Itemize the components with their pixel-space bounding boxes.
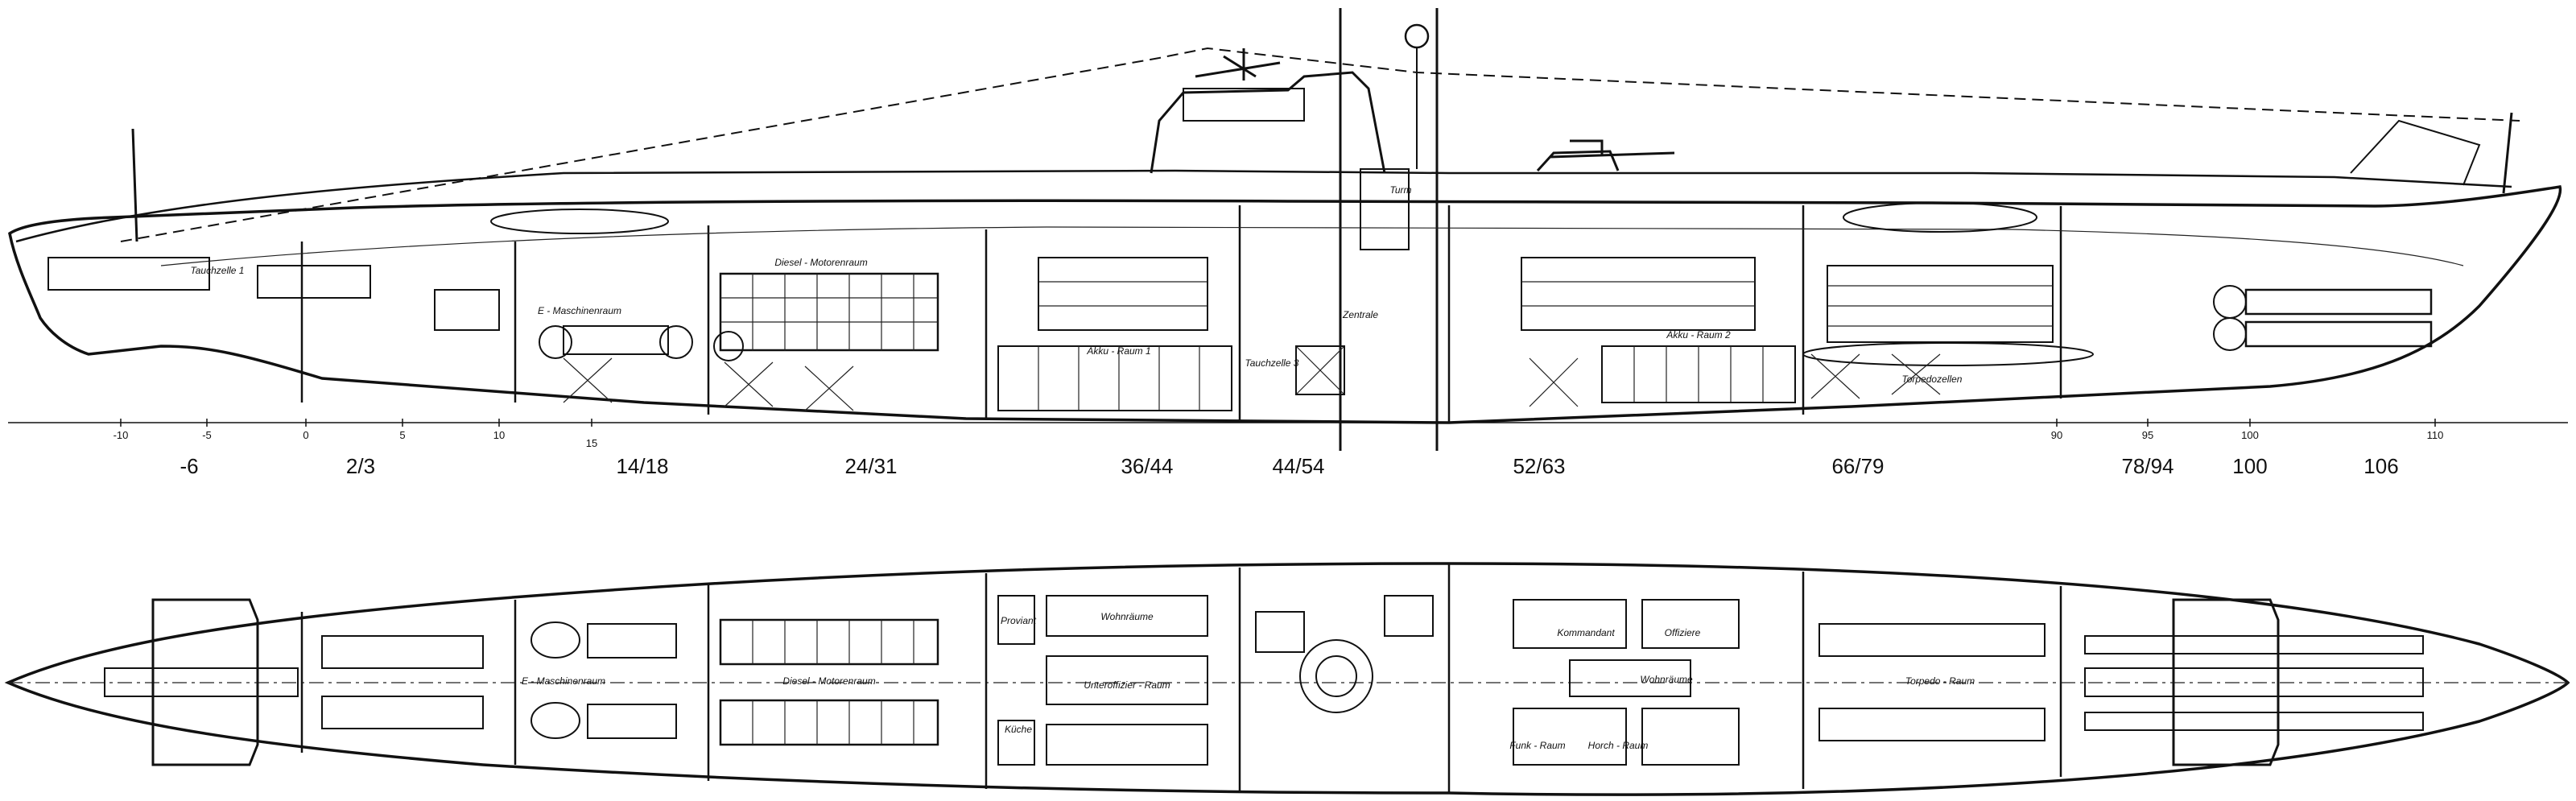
bridge-platform	[1183, 88, 1305, 122]
room-label: Kommandant	[1557, 627, 1615, 638]
frame-label: 100	[2232, 454, 2267, 478]
plan-hull-outline	[4, 562, 2570, 796]
room-label: E - Maschinenraum	[522, 675, 605, 687]
scale-tick-label: -5	[202, 429, 212, 441]
frame-label: 14/18	[616, 454, 668, 478]
keel-frames	[563, 353, 1941, 411]
room-label: Küche	[1005, 724, 1032, 735]
torpedo-room	[1802, 202, 2433, 366]
control-room	[1295, 168, 1410, 395]
room-label: E - Maschinenraum	[538, 305, 621, 316]
diesel-engines	[713, 272, 939, 361]
frame-label: 106	[2363, 454, 2398, 478]
scale-tick-label: 10	[493, 429, 505, 441]
profile-view: -10 -5 0 5 10 15 90 95 100 110 -6 2/3 14/18 24/31 36/…	[8, 8, 2568, 478]
frame-label: 52/63	[1513, 454, 1565, 478]
plan-bulkheads	[300, 564, 2062, 793]
room-label: Diesel - Motorenraum	[774, 257, 867, 268]
room-label: Turm	[1389, 184, 1411, 196]
scale-tick-label: 110	[2427, 429, 2444, 441]
e-motors	[434, 289, 693, 359]
frame-label: 44/54	[1272, 454, 1324, 478]
room-label: Akku - Raum 1	[1086, 345, 1150, 357]
room-label: Tauchzelle 3	[1245, 357, 1299, 369]
upper-deck	[15, 169, 2512, 243]
periscope-head	[1404, 23, 1430, 49]
plan-stern-tube	[104, 635, 484, 729]
frame-labels: -6 2/3 14/18 24/31 36/44 44/54 52/63 66/79 78/94…	[180, 454, 2398, 478]
room-label: Torpedozellen	[1902, 374, 1963, 385]
room-label: Wohnräume	[1100, 611, 1154, 622]
net-cutter	[2350, 119, 2481, 186]
room-label: Tauchzelle 1	[191, 265, 245, 276]
stern-torpedo	[47, 209, 669, 299]
room-label: Wohnräume	[1640, 674, 1693, 685]
stern-staff	[131, 128, 138, 242]
deck-gun	[1536, 139, 1675, 172]
room-label: Diesel - Motorenraum	[782, 675, 875, 687]
plan-room-labels: E - Maschinenraum Diesel - Motorenraum Pro…	[522, 611, 1975, 751]
room-label: Funk - Raum	[1509, 740, 1565, 751]
frame-label: 66/79	[1831, 454, 1884, 478]
room-label: Horch - Raum	[1588, 740, 1649, 751]
room-label: Akku - Raum 2	[1666, 329, 1731, 341]
profile-room-labels: Tauchzelle 1 E - Maschinenraum Diesel - Mo…	[191, 184, 1963, 385]
scale-tick-label: 5	[399, 429, 405, 441]
frame-label: 78/94	[2121, 454, 2174, 478]
scale-tick-label: 15	[586, 437, 597, 449]
bow-planes	[2172, 598, 2280, 766]
battery-2	[1521, 257, 1796, 403]
scale-ticks: -10 -5 0 5 10 15 90 95 100 110	[114, 419, 2444, 449]
battery-1	[997, 257, 1232, 411]
scale-tick-label: 100	[2241, 429, 2259, 441]
scale-tick-label: 95	[2142, 429, 2153, 441]
plan-diesels	[719, 618, 939, 746]
bow-staff	[2502, 112, 2513, 194]
jumping-wire	[120, 47, 2520, 242]
room-label: Torpedo - Raum	[1905, 675, 1975, 687]
frame-label: 2/3	[346, 454, 375, 478]
scale-tick-label: -10	[114, 429, 129, 441]
plan-torpedo-room	[1818, 623, 2424, 741]
room-label: Unteroffizier - Raum	[1084, 679, 1170, 691]
frame-label: 24/31	[844, 454, 897, 478]
plan-accommodation	[997, 595, 1208, 766]
inner-hull	[160, 226, 2464, 266]
flak-gun	[1195, 48, 1281, 81]
room-label: Zentrale	[1342, 309, 1378, 320]
plan-forward-rooms	[1513, 599, 1740, 766]
bulkheads	[300, 205, 2062, 423]
scale-tick-label: 90	[2051, 429, 2062, 441]
room-label: Offiziere	[1665, 627, 1701, 638]
stern-planes	[151, 598, 259, 766]
plan-view: E - Maschinenraum Diesel - Motorenraum Pro…	[4, 562, 2570, 796]
plan-motors	[530, 621, 677, 739]
conning-tower	[1150, 71, 1386, 174]
scale-tick-label: 0	[303, 429, 308, 441]
room-label: Proviant	[1001, 615, 1037, 626]
keel-line	[321, 377, 2271, 424]
frame-label: -6	[180, 454, 198, 478]
plan-control-room	[1255, 595, 1434, 713]
pressure-hull-outline	[8, 185, 2562, 424]
frame-label: 36/44	[1121, 454, 1173, 478]
